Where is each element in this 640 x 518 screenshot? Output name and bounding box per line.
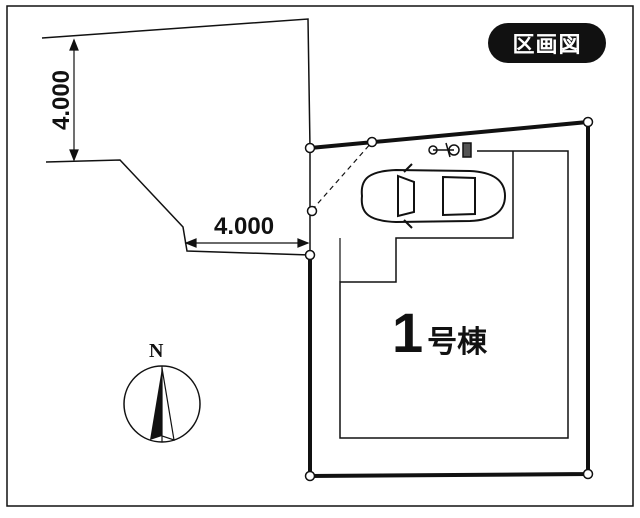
horizontal-dimension-label: 4.000 [214,213,275,240]
vertical-dimension-label: 4.000 [48,69,75,131]
north-label: N [149,340,164,362]
bicycle-icon [428,142,472,158]
lot-label: 1 号棟 [392,305,487,361]
north-arrow-icon [123,365,201,443]
lot-number: 1 [392,301,424,364]
boundary-markers [304,116,594,482]
corner-cut-line [311,141,373,211]
dimension-lines [69,38,310,248]
outer-frame [6,5,634,507]
access-road [41,18,311,256]
lot-suffix: 号棟 [427,326,488,359]
car-icon [360,163,507,229]
drawing-title-badge: 区画図 [488,23,606,63]
